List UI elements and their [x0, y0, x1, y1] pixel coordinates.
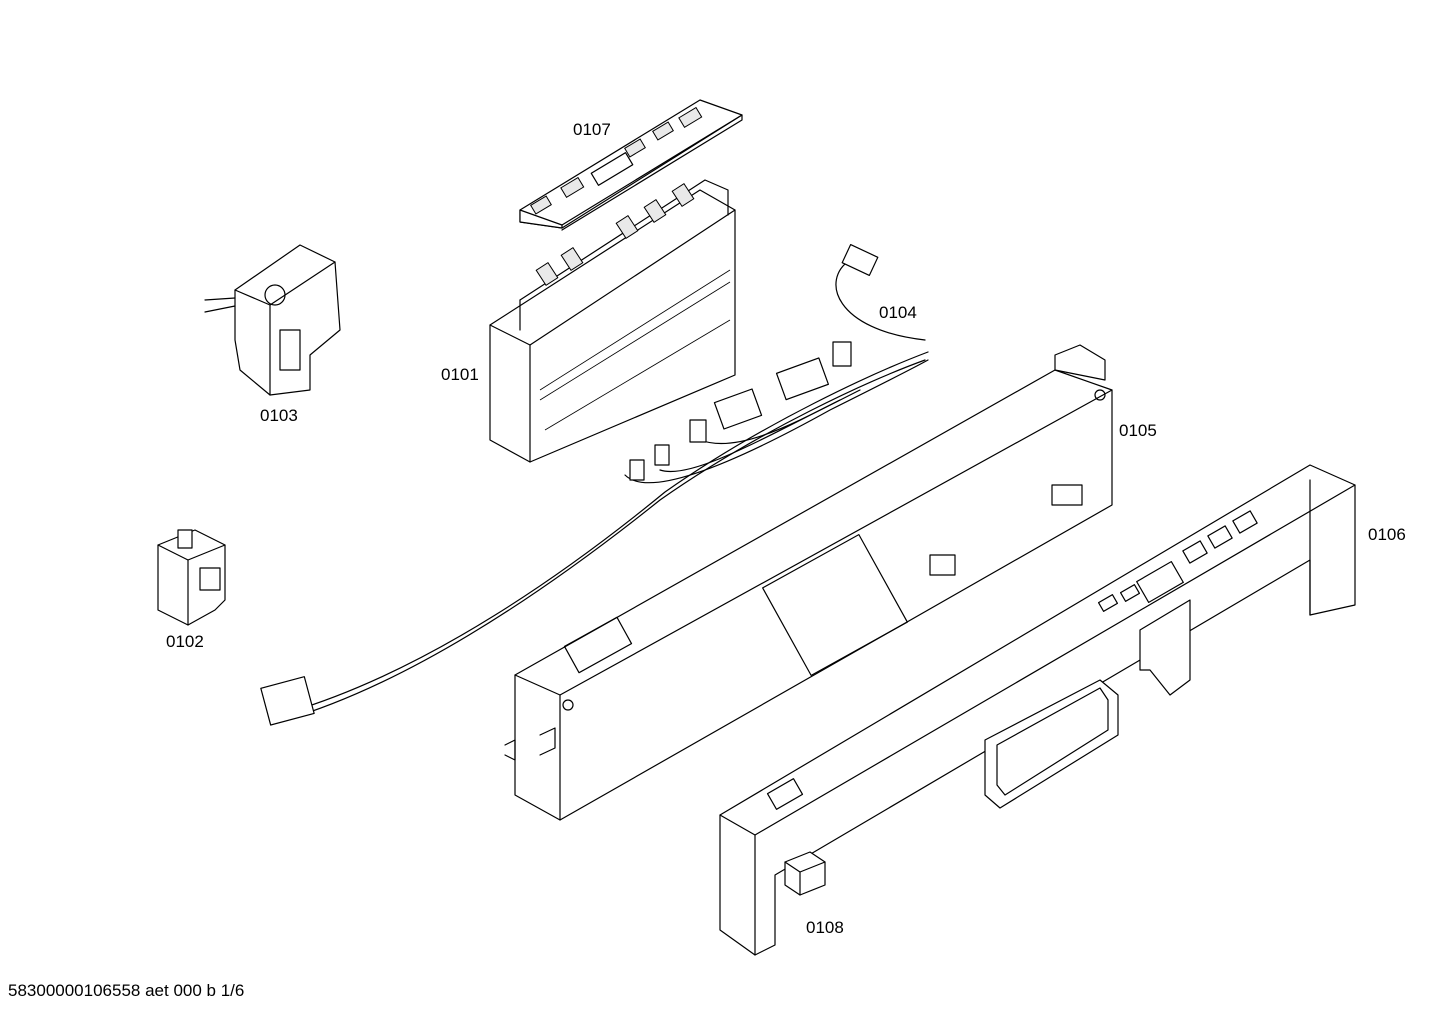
part-0106-fascia-panel[interactable] [719, 464, 1356, 956]
callout-0104: 0104 [879, 303, 917, 322]
part-0104-wiring-harness[interactable] [260, 243, 929, 726]
callout-0103: 0103 [260, 406, 298, 425]
drawing-reference-footer: 58300000106558 aet 000 b 1/6 [8, 981, 245, 1000]
callout-0105: 0105 [1119, 421, 1157, 440]
callout-0102: 0102 [166, 632, 204, 651]
callout-0108: 0108 [806, 918, 844, 937]
callout-0107: 0107 [573, 120, 611, 139]
callout-0106: 0106 [1368, 525, 1406, 544]
part-0107-button-strip[interactable] [519, 99, 743, 231]
part-0108-cap[interactable] [784, 851, 826, 896]
part-0101-control-module[interactable] [489, 179, 736, 463]
strip-buttons [530, 106, 703, 215]
part-0102-switch[interactable] [157, 529, 226, 626]
module-connector-slots [535, 182, 731, 431]
part-0103-door-lock[interactable] [204, 244, 341, 396]
part-0105-panel-frame[interactable] [504, 344, 1113, 821]
callout-0101: 0101 [441, 365, 479, 384]
